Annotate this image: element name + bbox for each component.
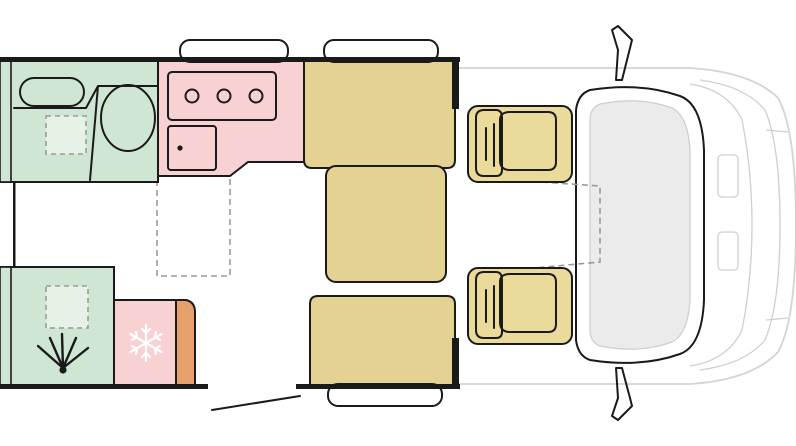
cab-window-bottom xyxy=(717,231,739,271)
dashboard xyxy=(575,86,705,364)
shower-tray-icon xyxy=(45,285,89,329)
cab-seat-top-armrest xyxy=(485,123,495,167)
bathroom-fittings xyxy=(13,77,159,181)
sink-drain-icon xyxy=(177,145,183,151)
kitchen xyxy=(157,59,305,177)
hob-burner-icon xyxy=(184,88,200,104)
hob-burner-icon xyxy=(248,88,264,104)
cab-inner-outline xyxy=(699,79,781,371)
cab-outline xyxy=(455,67,796,385)
dinette xyxy=(179,39,456,407)
dashed-floor-kitchen xyxy=(156,171,231,277)
cab xyxy=(455,25,796,421)
fridge xyxy=(113,299,185,387)
bench-top xyxy=(303,59,456,169)
kitchen-fittings xyxy=(167,71,277,171)
cab-seat-top-cushion xyxy=(499,111,557,171)
mirror-bottom-icon xyxy=(611,367,633,421)
washroom-fittings xyxy=(36,285,90,374)
wall-top xyxy=(0,57,460,62)
hob xyxy=(167,71,277,121)
washbasin xyxy=(19,77,85,107)
fridge-side xyxy=(175,299,196,387)
windscreen-curve xyxy=(689,83,753,367)
cab-seat-top-back xyxy=(475,109,503,177)
wall-top-end xyxy=(452,57,459,109)
washroom-left-strip xyxy=(0,266,12,386)
dinette-table xyxy=(325,165,447,283)
hob-burner-icon xyxy=(216,88,232,104)
wall-bottom-left xyxy=(0,384,208,389)
dashboard-inner xyxy=(589,100,691,350)
bench-bottom xyxy=(309,295,456,387)
snowflake-icon xyxy=(129,323,163,363)
bonnet-line-top xyxy=(765,129,789,321)
dashed-swivel-area xyxy=(511,179,601,271)
walls xyxy=(0,57,460,411)
sink xyxy=(167,125,217,171)
cab-seat-bottom-cushion xyxy=(499,273,557,333)
shower-spray-icon xyxy=(36,332,90,374)
wall-bottom-end xyxy=(452,338,459,389)
cab-seat-bottom-back xyxy=(475,271,503,339)
cab-seat-bottom xyxy=(467,267,573,345)
cab-window-top xyxy=(717,154,739,198)
wall-bottom-right xyxy=(296,384,460,389)
bathroom-mirror-icon xyxy=(45,115,87,155)
cab-seat-top xyxy=(467,105,573,183)
bathroom-left-strip xyxy=(0,59,12,183)
toilet-icon xyxy=(100,84,156,152)
entrance-door[interactable] xyxy=(211,395,301,411)
mirror-top-icon xyxy=(611,25,633,81)
cab-seat-bottom-armrest xyxy=(485,285,495,329)
wall-rear xyxy=(13,182,16,268)
